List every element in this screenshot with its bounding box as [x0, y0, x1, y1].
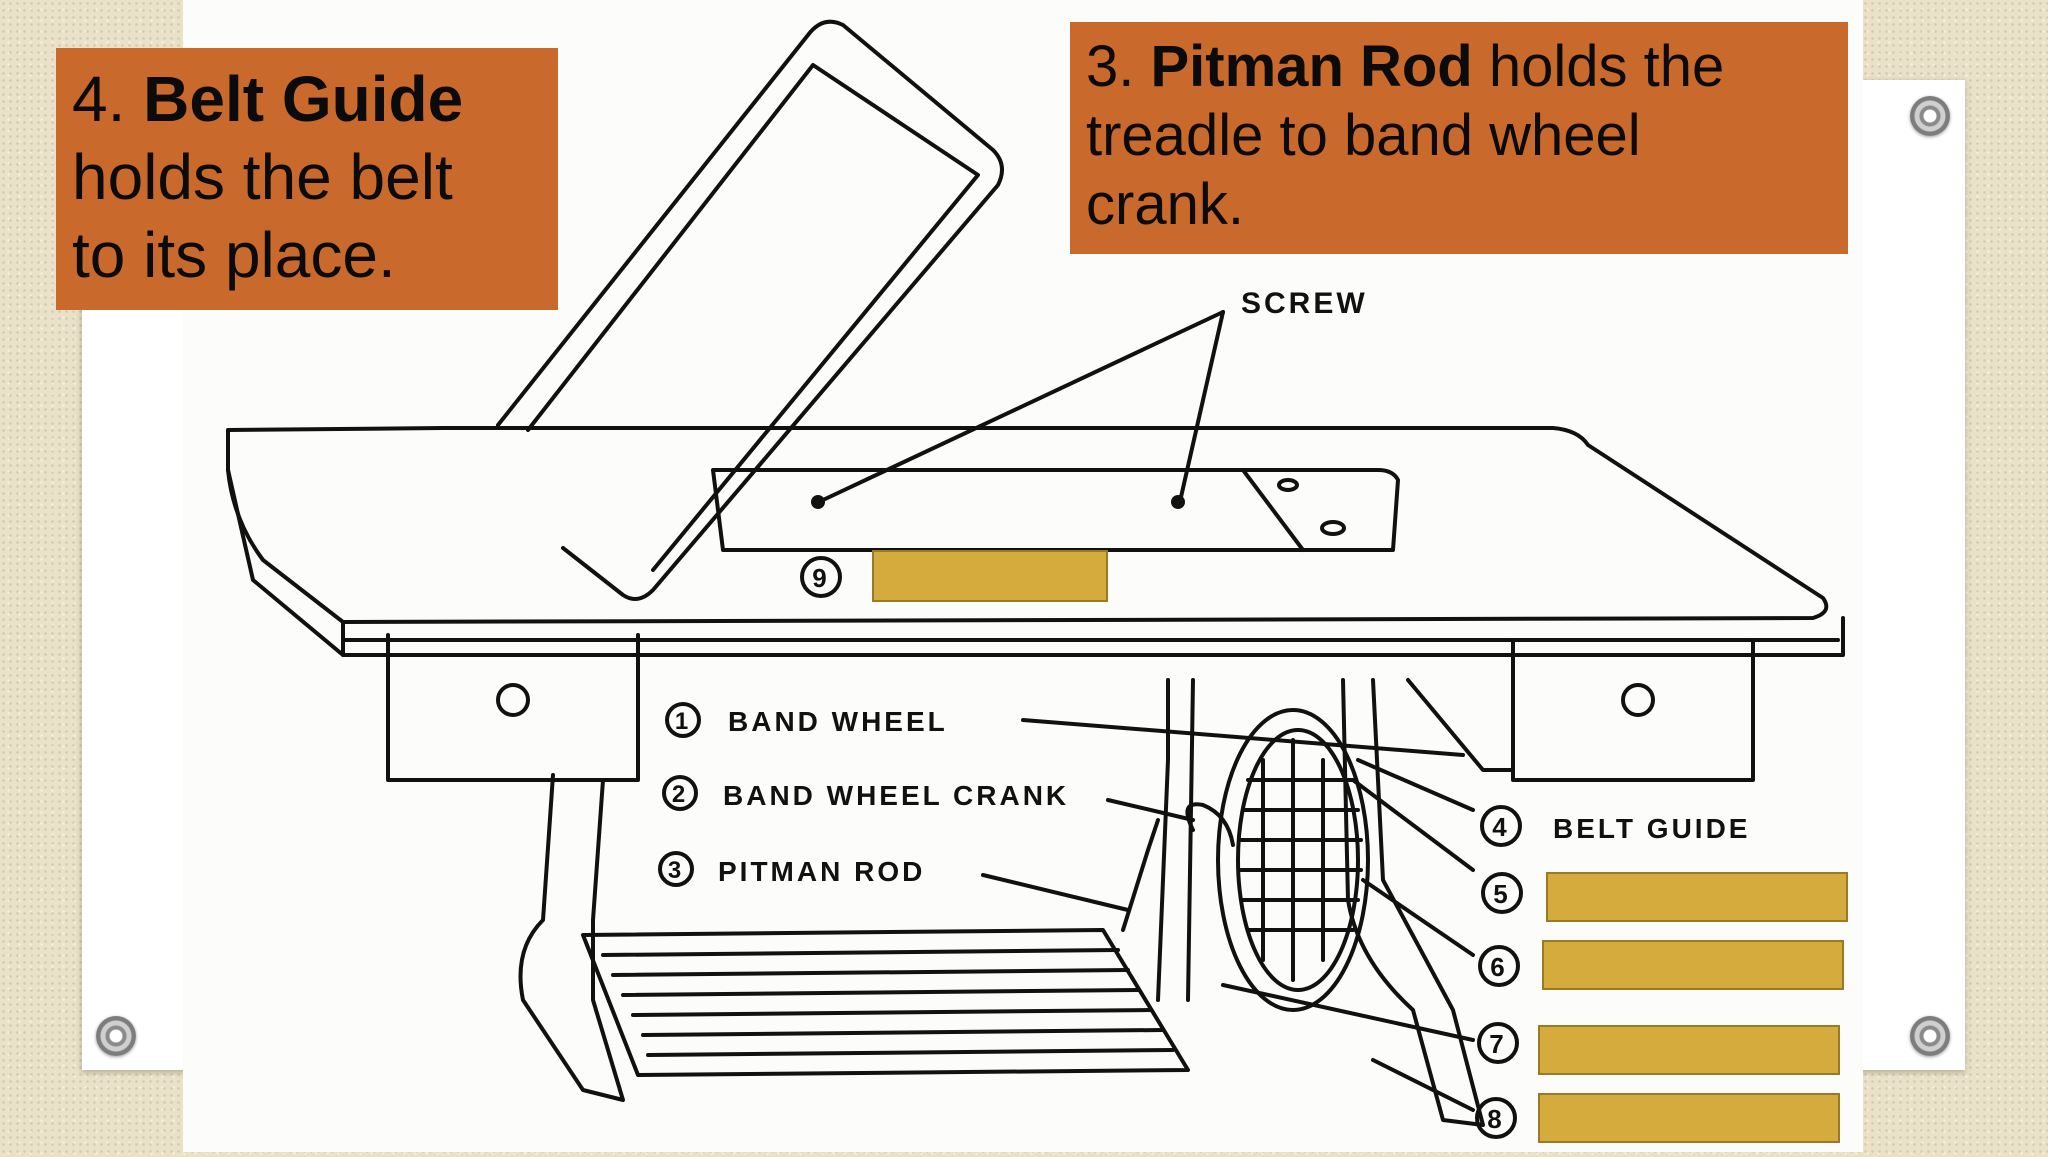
callout-4-term: Belt Guide [143, 63, 464, 135]
drawer-right [1511, 638, 1755, 782]
pitman-rod [1121, 818, 1160, 932]
callout-3-term: Pitman Rod [1150, 34, 1473, 99]
label-2-number: 2 [672, 781, 688, 808]
label-4-number: 4 [1492, 812, 1509, 842]
answer-box-8 [1538, 1093, 1840, 1143]
grommet-bottom-left [96, 1016, 136, 1056]
table-front-edge [341, 616, 1845, 657]
label-6-number: 6 [1490, 952, 1507, 982]
table-left-side [226, 468, 345, 657]
left-leg [518, 773, 625, 1102]
answer-box-6 [1542, 940, 1844, 990]
cabinet-line-drawing: SCREW 1 BAND WHEEL 2 BAND WHEEL CRANK 3 … [226, 19, 1845, 1139]
label-7-number: 7 [1489, 1029, 1506, 1059]
label-band-wheel-crank: BAND WHEEL CRANK [723, 780, 1069, 811]
grommet-bottom-right [1910, 1016, 1950, 1056]
band-wheel-crank [1185, 802, 1235, 847]
label-pitman-rod: PITMAN ROD [718, 856, 925, 887]
fold-up-leaf-inner [526, 63, 980, 572]
screw-right [1171, 495, 1185, 509]
label-belt-guide: BELT GUIDE [1553, 813, 1750, 844]
label-5-number: 5 [1493, 879, 1510, 909]
screw-label: SCREW [1241, 287, 1368, 320]
center-post [1156, 678, 1195, 1002]
answer-box-7 [1538, 1025, 1840, 1075]
fold-up-leaf [496, 19, 1004, 601]
label-1-number: 1 [675, 708, 691, 735]
drawer-right-knob [1621, 683, 1655, 717]
drawer-left-knob [496, 683, 530, 717]
callout-3-line3: crank. [1086, 172, 1244, 238]
answer-box-5 [1546, 872, 1848, 922]
machine-plate [711, 468, 1400, 552]
label-8-number: 8 [1487, 1104, 1504, 1134]
plate-slot-bottom [1320, 520, 1346, 536]
callout-3-line2: treadle to band wheel [1086, 103, 1641, 169]
band-wheel [1216, 708, 1370, 1012]
right-leg [1341, 678, 1485, 1127]
drawer-left [386, 633, 640, 782]
plate-slot-top [1277, 478, 1299, 492]
callout-4-line3: to its place. [72, 219, 396, 292]
grommet-top-right [1910, 96, 1950, 136]
callout-4-line2: holds the belt [72, 141, 453, 214]
treadle [581, 928, 1190, 1077]
answer-box-9 [872, 550, 1108, 602]
callout-3-line1: 3. Pitman Rod holds the [1086, 34, 1725, 99]
label-9-number: 9 [812, 563, 829, 593]
label-band-wheel: BAND WHEEL [728, 706, 948, 737]
callout-4-line1: 4. Belt Guide [72, 63, 464, 135]
screw-left [811, 495, 825, 509]
callout-belt-guide: 4. Belt Guide holds the belt to its plac… [56, 48, 558, 310]
callout-pitman-rod: 3. Pitman Rod holds the treadle to band … [1070, 22, 1848, 254]
label-3-number: 3 [668, 857, 684, 884]
